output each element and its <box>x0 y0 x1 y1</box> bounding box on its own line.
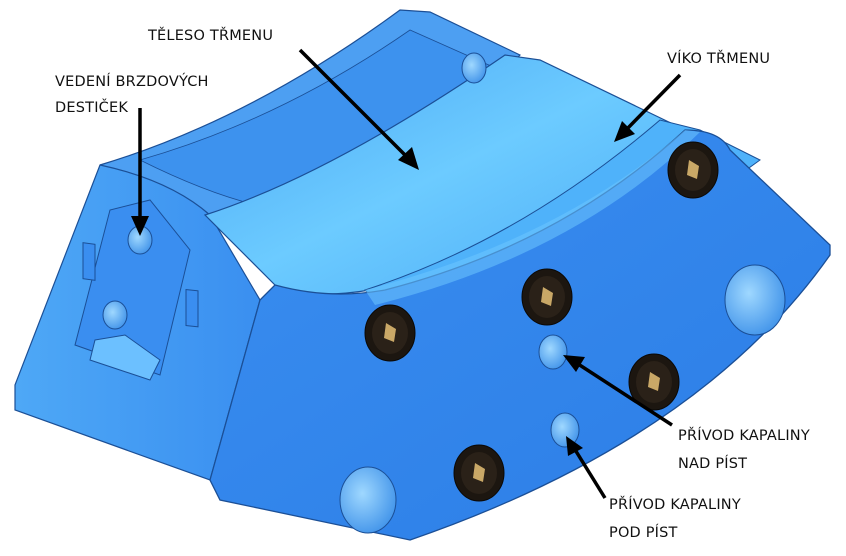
fluid-above-label-line2: NAD PÍST <box>678 456 748 472</box>
pad-guide-label: VEDENÍ BRZDOVÝCH DESTIČEK <box>55 69 209 121</box>
pad-guide-label-line2: DESTIČEK <box>55 100 129 116</box>
socket-head-bolt-icon <box>521 268 573 326</box>
upper-mount-hole <box>461 52 487 84</box>
caliper-body-label-text: TĚLESO TŘMENU <box>148 28 274 44</box>
socket-head-bolt-icon <box>364 304 416 362</box>
arrow-icon <box>298 48 419 170</box>
socket-head-bolt-icon <box>453 444 505 502</box>
right-mount-hole <box>724 264 786 336</box>
arrow-icon <box>131 108 149 236</box>
arrow-icon <box>563 355 673 427</box>
front-face-chamfer <box>365 130 700 305</box>
caliper-cover-label-text: VÍKO TŘMENU <box>667 51 771 67</box>
fluid-below-piston-label: PŘÍVOD KAPALINY POD PÍST <box>609 491 741 547</box>
left-slot-upper <box>82 242 96 281</box>
fluid-above-label-line1: PŘÍVOD KAPALINY <box>678 428 810 444</box>
pad-guide-hole-lower <box>102 300 128 330</box>
arrow-icon <box>614 73 682 142</box>
socket-head-bolt-icon <box>667 141 719 199</box>
socket-head-bolt-icon <box>628 353 680 411</box>
arrow-icon <box>566 436 607 499</box>
fluid-port-below-piston <box>550 412 580 448</box>
left-mount-hole <box>339 466 397 534</box>
pad-guide-slot <box>89 334 161 381</box>
fluid-above-piston-label: PŘÍVOD KAPALINY NAD PÍST <box>678 422 810 478</box>
caliper-cover-label: VÍKO TŘMENU <box>667 50 770 68</box>
fluid-below-label-line1: PŘÍVOD KAPALINY <box>609 497 741 513</box>
fluid-below-label-line2: POD PÍST <box>609 525 678 541</box>
pad-guide-label-line1: VEDENÍ BRZDOVÝCH <box>55 74 209 90</box>
fluid-port-above-piston <box>538 334 568 370</box>
caliper-body-label: TĚLESO TŘMENU <box>148 27 273 45</box>
left-slot-lower <box>185 288 199 328</box>
